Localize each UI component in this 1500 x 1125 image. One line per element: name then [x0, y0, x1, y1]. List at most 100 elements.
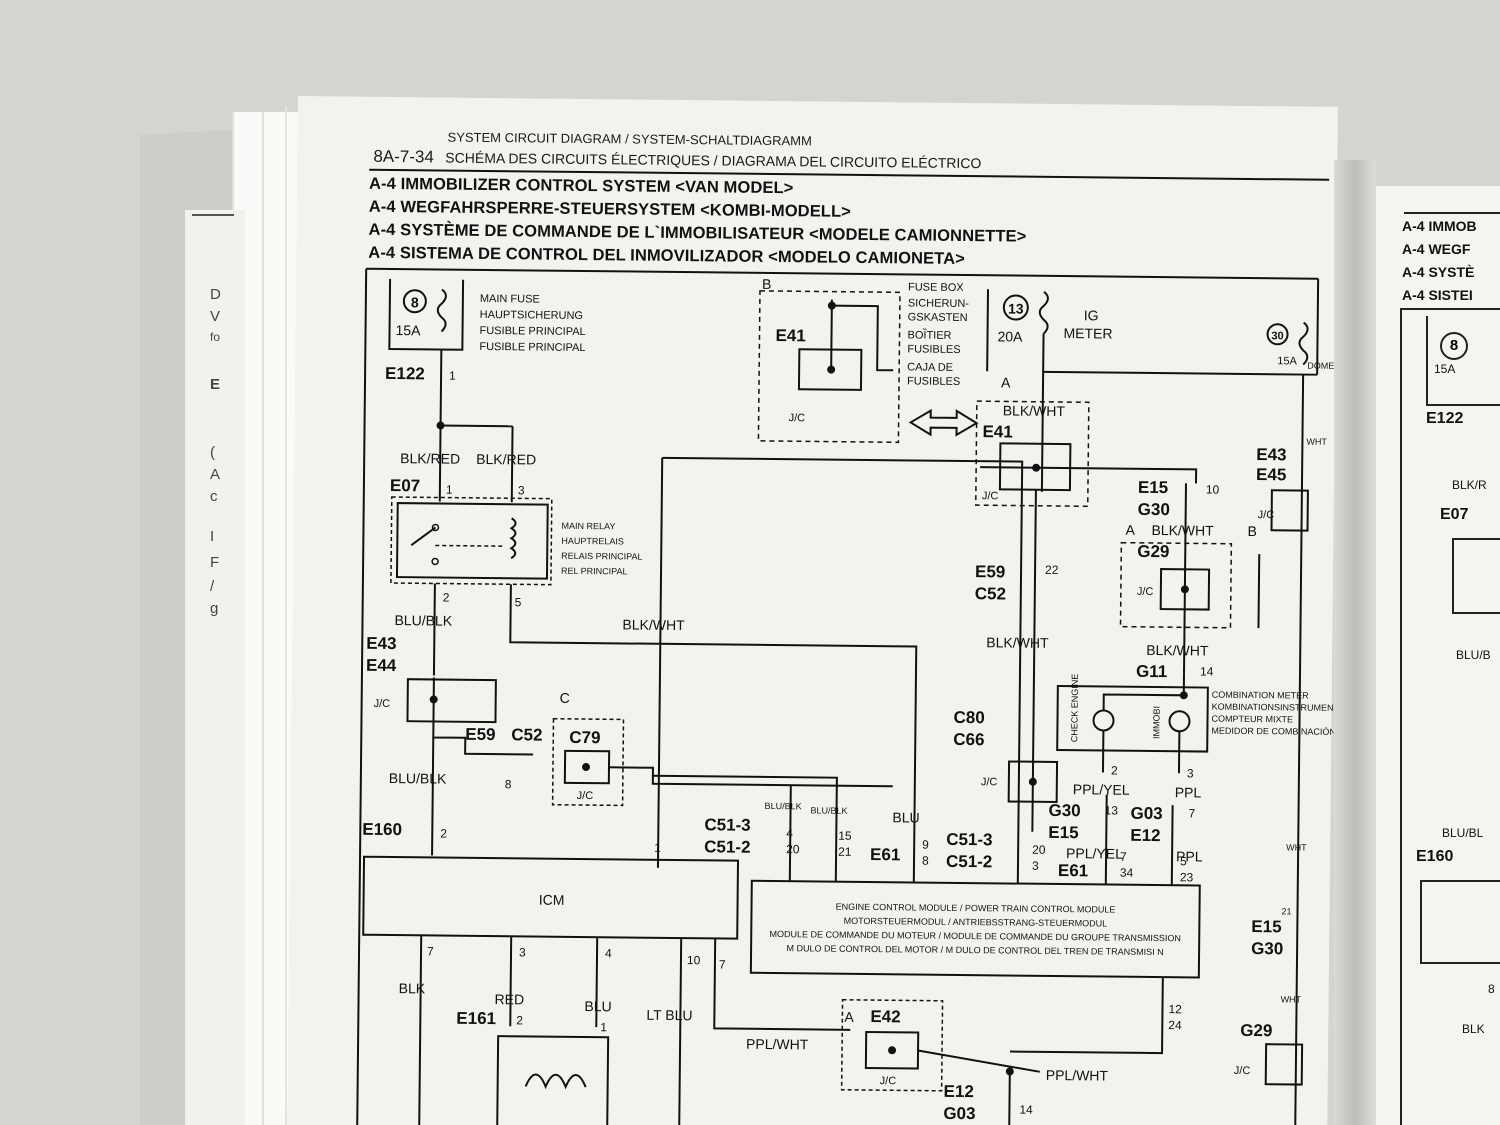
wire-blk: BLK	[399, 980, 426, 996]
ig-fuse-rating: 20A	[997, 328, 1023, 344]
icm-label: ICM	[539, 892, 565, 908]
wire-blu-ecm: BLU	[892, 809, 919, 825]
coil-symbol	[524, 1073, 587, 1090]
conn-e160: E160	[362, 820, 402, 839]
main-relay-label-en: MAIN RELAY	[561, 521, 615, 532]
conn-c51-3-b: C51-3	[946, 830, 993, 849]
pin-e15-21: 21	[1281, 906, 1291, 916]
wire-pplyel-2: PPL/YEL	[1066, 845, 1123, 862]
pin-ecm-20-b: 20	[1032, 843, 1046, 857]
main-fuse: 8 15A MAIN FUSE HAUPTSICHERUNG FUSIBLE P…	[388, 278, 586, 426]
diagram-frame	[356, 267, 1320, 1125]
next-title-3: A-4 SISTEI	[1402, 287, 1473, 303]
conn-e15-top: E15	[1138, 478, 1168, 497]
title-en: A-4 IMMOBILIZER CONTROL SYSTEM <VAN MODE…	[368, 174, 794, 198]
main-fuse-label-en: MAIN FUSE	[480, 293, 540, 306]
pin-e15-10: 10	[1206, 483, 1220, 497]
pin-e07-3: 3	[518, 483, 525, 497]
conn-c51-3: C51-3	[704, 815, 751, 834]
ecm-label-fr: MODULE DE COMMANDE DU MOTEUR / MODULE DE…	[770, 929, 1181, 943]
meter-lamp-immobi: IMMOBI	[1151, 706, 1161, 739]
conn-e59-left: E59	[465, 725, 495, 744]
conn-c51-2: C51-2	[704, 837, 751, 856]
conn-e15-right: E15	[1251, 917, 1281, 936]
conn-e59-right: E59	[975, 562, 1005, 581]
next-page-box-top	[1400, 308, 1500, 310]
pin-icm-1: 1	[654, 841, 661, 855]
jc-label-g29: J/C	[1137, 586, 1154, 598]
combination-meter-label-0: COMBINATION METER	[1212, 690, 1309, 701]
next-title-2: A-4 SYSTÈ	[1402, 264, 1475, 280]
variant-arrow	[908, 408, 979, 437]
circuit-diagram: 8 15A MAIN FUSE HAUPTSICHERUNG FUSIBLE P…	[356, 267, 1339, 1125]
next-relay-box	[1452, 538, 1500, 614]
main-fuse-number: 8	[411, 294, 419, 310]
conn-c79: C79	[569, 728, 600, 747]
wire-blkred-2: BLK/RED	[476, 451, 536, 468]
wire-wht-2: WHT	[1286, 842, 1307, 852]
next-title-0: A-4 IMMOB	[1402, 218, 1477, 234]
fusebox-label-2: GSKASTEN	[908, 311, 968, 324]
dome-fuse	[1264, 321, 1309, 1125]
next-conn-e07: E07	[1440, 506, 1469, 523]
dome-fuse-rating: 15A	[1277, 355, 1297, 367]
ecm-label-es: M DULO DE CONTROL DEL MOTOR / M DULO DE …	[786, 943, 1163, 957]
variant-b-fusebox: B	[762, 276, 772, 292]
wire-blkwht-icm: BLK/WHT	[622, 616, 685, 633]
fusebox-label-6: FUSIBLES	[907, 375, 960, 388]
left-fragment-1: V	[210, 308, 221, 325]
left-fragment-10: g	[210, 600, 219, 617]
pin-icm-8: 7	[427, 944, 434, 958]
e42-wires	[917, 1049, 1040, 1125]
conn-c51-2-b: C51-2	[946, 852, 993, 871]
wire-icm-feed	[431, 737, 435, 856]
left-page-edge	[185, 210, 245, 1125]
conn-c52-right: C52	[975, 584, 1006, 603]
next-conn-e160: E160	[1416, 848, 1454, 865]
next-icm-box	[1420, 880, 1500, 964]
next-fuse-rating: 15A	[1434, 362, 1456, 376]
icm-bottom-wires	[418, 935, 851, 1125]
variant-a-g29: A	[1125, 522, 1135, 538]
conn-e15-mid: E15	[1048, 823, 1078, 842]
pin-ecm-8: 8	[922, 854, 929, 868]
left-fragment-3: E	[210, 376, 221, 393]
left-fragment-6: c	[210, 488, 218, 505]
conn-e07: E07	[390, 476, 420, 495]
main-fuse-label-fr: FUSIBLE PRINCIPAL	[479, 325, 585, 338]
blkred-wires	[438, 424, 514, 503]
next-title-1: A-4 WEGF	[1402, 241, 1471, 257]
pin-ecm-21: 21	[838, 845, 852, 859]
conn-e42: E42	[870, 1007, 900, 1026]
conn-e45-right: E45	[1256, 465, 1286, 484]
pin-ecm-9: 9	[922, 838, 929, 852]
conn-c66: C66	[953, 730, 984, 749]
wire-pplwht-2: PPL/WHT	[1046, 1067, 1109, 1084]
conn-g03-bottom: G03	[943, 1104, 975, 1123]
pin-e161-2: 2	[516, 1013, 523, 1027]
main-fuse-label-de: HAUPTSICHERUNG	[480, 309, 583, 322]
junction-dot	[436, 421, 445, 430]
manual-page: SYSTEM CIRCUIT DIAGRAM / SYSTEM-SCHALTDI…	[287, 96, 1338, 1125]
pin-relay-2: 2	[443, 591, 450, 605]
combination-meter-label-1: KOMBINATIONSINSTRUMENT	[1212, 702, 1339, 713]
junction-connector-left	[406, 677, 534, 756]
wire-blublk-ecm-2: BLU/BLK	[810, 805, 847, 815]
main-relay-label-de: HAUPTRELAIS	[561, 536, 624, 547]
pin-ecm-34: 34	[1120, 866, 1134, 880]
ecm-box	[749, 879, 1201, 979]
variant-b-g29: B	[1247, 523, 1257, 539]
pin-c52-11: 8	[505, 777, 512, 791]
wire-blublk-ecm-1: BLU/BLK	[765, 801, 802, 811]
title-de: A-4 WEGFAHRSPERRE-STEUERSYSTEM <KOMBI-MO…	[368, 197, 852, 221]
variant-c-c79: C	[560, 690, 570, 706]
wire-red: RED	[494, 991, 524, 1007]
ecm-input-wires	[652, 481, 1174, 1055]
wire-ltblu: LT BLU	[646, 1007, 692, 1023]
next-wire-blkred: BLK/R	[1452, 478, 1487, 492]
next-conn-e122: E122	[1426, 410, 1464, 427]
pin-ecm-24: 24	[1168, 1018, 1182, 1032]
conn-e44: E44	[366, 656, 397, 675]
left-fragment-4: (	[210, 444, 215, 461]
